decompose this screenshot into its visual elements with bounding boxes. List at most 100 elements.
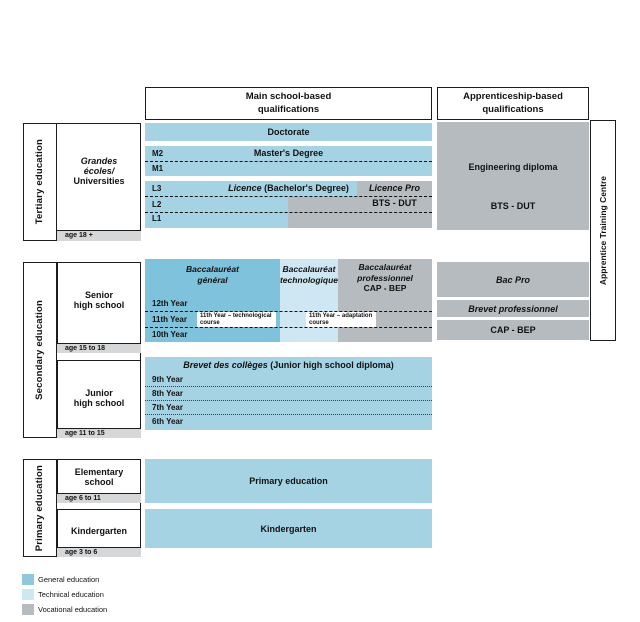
m2-m1-divider bbox=[145, 161, 432, 162]
tertiary-frame bbox=[23, 123, 141, 241]
junior-high-school-name: Junior high school bbox=[57, 378, 141, 418]
level-m1: M1 bbox=[152, 164, 164, 173]
licence-label: Licence (Bachelor's Degree) bbox=[145, 183, 432, 193]
elementary-age-strip: age 6 to 11 bbox=[57, 493, 141, 503]
institution-line3: Universities bbox=[73, 176, 125, 186]
bac-technologique-line2: technologique bbox=[279, 274, 339, 285]
y11-y10-divider bbox=[145, 327, 432, 328]
bac-professionnel-column bbox=[338, 259, 432, 342]
legend-general-swatch bbox=[22, 574, 34, 585]
y7-y6-divider bbox=[145, 414, 432, 415]
adaptation-course-box: 11th Year – adaptation course bbox=[306, 312, 376, 327]
senior-high-school-name: Senior high school bbox=[57, 278, 141, 322]
year-8-label: 8th Year bbox=[152, 389, 183, 398]
legend-vocational-swatch bbox=[22, 604, 34, 615]
engineering-diploma-label: Engineering diploma bbox=[468, 162, 558, 172]
main-qualifications-header-text: Main school-based qualifications bbox=[246, 91, 332, 116]
apprenticeship-qualifications-header: Apprenticeship-based qualifications bbox=[437, 87, 589, 120]
bac-professionnel-line2: professionnel bbox=[357, 272, 413, 283]
bts-dut-apprenticeship-label: BTS - DUT bbox=[490, 201, 536, 211]
legend-technical-label: Technical education bbox=[38, 590, 104, 599]
bac-professionnel-line1: Baccalauréat bbox=[358, 262, 412, 272]
primary-label-column: Primary education bbox=[23, 459, 57, 557]
licence-pro-cell: Licence Pro bbox=[357, 181, 432, 197]
tertiary-age-strip: age 18 + bbox=[57, 230, 141, 241]
tertiary-section-label: Tertiary education bbox=[34, 139, 45, 225]
main-qualifications-line1: Main school-based bbox=[245, 91, 332, 103]
brevet-colleges-title: Brevet des collèges (Junior high school … bbox=[145, 360, 432, 370]
l2-l1-divider bbox=[145, 212, 432, 213]
elementary-name-line2: school bbox=[84, 477, 114, 487]
doctorate-bar: Doctorate bbox=[145, 123, 432, 141]
senior-name-line1: Senior bbox=[84, 290, 113, 300]
year-6-label: 6th Year bbox=[152, 417, 183, 426]
bac-general-line2: général bbox=[197, 274, 228, 285]
technological-course-box: 11th Year – technological course bbox=[197, 312, 276, 327]
level-l2: L2 bbox=[152, 200, 162, 209]
kindergarten-name: Kindergarten bbox=[70, 526, 127, 536]
elementary-school-name: Elementary school bbox=[57, 462, 141, 492]
elementary-name-line1: Elementary bbox=[74, 467, 124, 477]
apprentice-training-centre-box: Apprentice Training Centre bbox=[590, 120, 616, 341]
level-l1: L1 bbox=[152, 214, 162, 223]
kindergarten-bar: Kindergarten bbox=[145, 509, 432, 548]
y8-y7-divider bbox=[145, 400, 432, 401]
licence-label-italic: Licence bbox=[228, 183, 262, 193]
legend-vocational-label: Vocational education bbox=[38, 605, 108, 614]
senior-block: Baccalauréat général Baccalauréat techno… bbox=[145, 259, 432, 342]
bac-technologique-header: Baccalauréat technologique bbox=[239, 264, 379, 285]
main-qualifications-header: Main school-based qualifications bbox=[145, 87, 432, 120]
year-7-label: 7th Year bbox=[152, 403, 183, 412]
junior-name-line1: Junior bbox=[85, 388, 113, 398]
bac-professionnel-header: Baccalauréat professionnel CAP - BEP bbox=[338, 262, 432, 294]
secondary-section-label: Secondary education bbox=[34, 300, 45, 400]
legend-general-label: General education bbox=[38, 575, 100, 584]
masters-degree-label: Master's Degree bbox=[253, 148, 324, 158]
senior-name-line2: high school bbox=[73, 300, 125, 310]
tertiary-label-column: Tertiary education bbox=[23, 123, 57, 241]
institution-line1: Grandes bbox=[80, 156, 118, 166]
bac-general-column bbox=[145, 259, 280, 342]
institution-line2: écoles/ bbox=[83, 166, 115, 176]
bac-general-line1: Baccalauréat bbox=[186, 264, 239, 274]
year-10-label: 10th Year bbox=[152, 330, 188, 339]
licence-pro-label: Licence Pro bbox=[368, 183, 421, 193]
level-m2: M2 bbox=[152, 149, 164, 158]
bac-pro-bar: Bac Pro bbox=[437, 262, 589, 297]
apprenticeship-tertiary-block: Engineering diploma BTS - DUT bbox=[437, 122, 589, 230]
brevet-colleges-rest: (Junior high school diploma) bbox=[267, 360, 394, 370]
bts-dut-label: BTS - DUT bbox=[372, 198, 417, 208]
tertiary-institution: Grandes écoles/ Universities bbox=[57, 138, 141, 204]
primary-education-bar: Primary education bbox=[145, 459, 432, 503]
year-12-label: 12th Year bbox=[152, 299, 188, 308]
bac-technologique-column bbox=[280, 259, 338, 342]
junior-block: Brevet des collèges (Junior high school … bbox=[145, 357, 432, 430]
y12-y11-divider bbox=[145, 311, 432, 312]
licence-block: Licence Pro BTS - DUT L3 L2 L1 Licence (… bbox=[145, 181, 432, 228]
bac-technologique-line1: Baccalauréat bbox=[282, 264, 336, 274]
level-l3: L3 bbox=[152, 184, 162, 193]
bac-professionnel-line3: CAP - BEP bbox=[363, 283, 407, 294]
apprenticeship-line1: Apprenticeship-based bbox=[463, 91, 563, 103]
masters-block: M2 M1 Master's Degree bbox=[145, 146, 432, 176]
cap-bep-bar: CAP - BEP bbox=[437, 320, 589, 340]
apprenticeship-qualifications-header-text: Apprenticeship-based qualifications bbox=[463, 91, 563, 116]
junior-name-line2: high school bbox=[73, 398, 125, 408]
brevet-professionnel-bar: Brevet professionnel bbox=[437, 300, 589, 317]
brevet-colleges-italic: Brevet des collèges bbox=[183, 360, 268, 370]
l3-l2-divider bbox=[145, 196, 432, 197]
junior-age-strip: age 11 to 15 bbox=[57, 428, 141, 438]
kindergarten-age-strip: age 3 to 6 bbox=[57, 547, 141, 557]
senior-age-strip: age 15 to 18 bbox=[57, 343, 141, 353]
bac-general-header: Baccalauréat général bbox=[145, 264, 280, 285]
year-11-label: 11th Year bbox=[152, 315, 187, 324]
senior-high-school-box bbox=[57, 262, 141, 353]
apprenticeship-line2: qualifications bbox=[482, 103, 544, 115]
year-9-label: 9th Year bbox=[152, 375, 183, 384]
legend-technical-swatch bbox=[22, 589, 34, 600]
secondary-label-column: Secondary education bbox=[23, 262, 57, 438]
licence-label-rest: (Bachelor's Degree) bbox=[261, 183, 349, 193]
primary-section-label: Primary education bbox=[34, 464, 45, 552]
main-qualifications-line2: qualifications bbox=[257, 103, 320, 115]
